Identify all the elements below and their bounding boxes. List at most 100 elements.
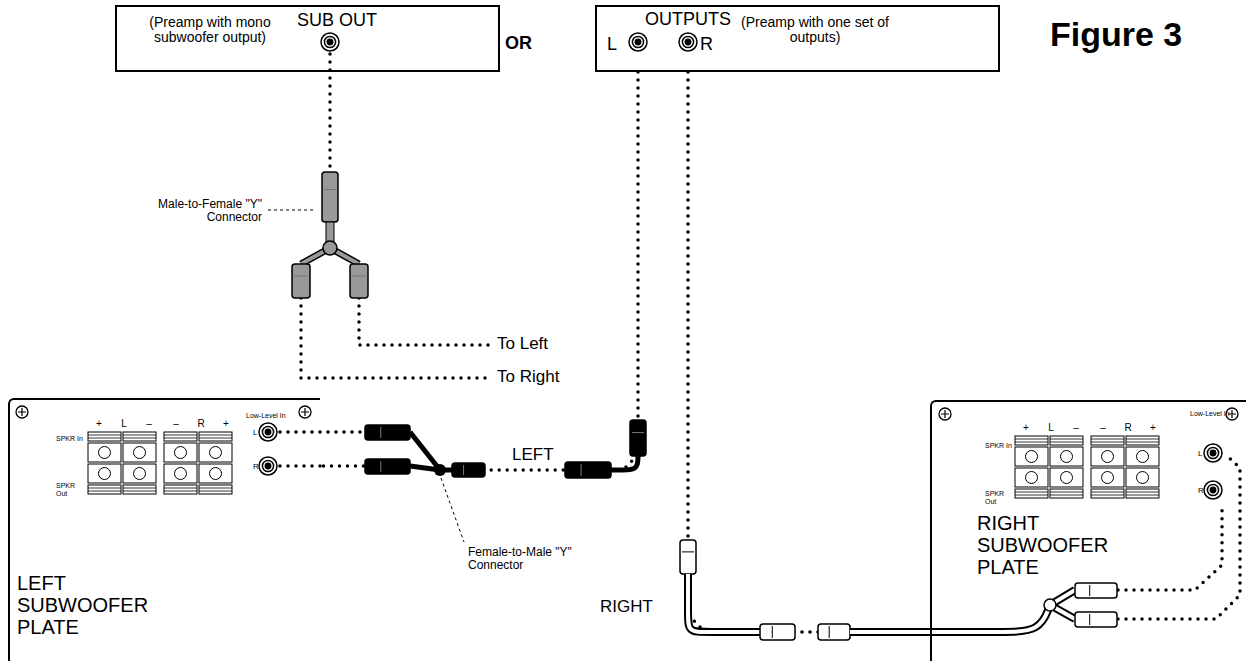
box-label: (Preamp with mono subwoofer output) xyxy=(125,15,295,46)
terminal-strip xyxy=(1015,439,1048,440)
leader-line xyxy=(441,478,464,542)
rca-jack xyxy=(259,457,277,475)
terminal-label: R xyxy=(197,418,204,429)
terminal-strip xyxy=(123,491,156,492)
terminal-strip xyxy=(164,488,197,489)
terminal-label: + xyxy=(96,418,102,429)
terminal-strip xyxy=(123,438,156,439)
binding-post xyxy=(1091,468,1124,487)
binding-post xyxy=(1061,451,1073,463)
binding-post xyxy=(99,447,111,459)
terminal-strip xyxy=(164,435,197,436)
binding-post xyxy=(1091,447,1124,466)
y-connector xyxy=(1044,599,1056,611)
terminal-label: Low-Level In xyxy=(1190,410,1240,418)
terminal-strip xyxy=(1015,495,1048,496)
binding-post xyxy=(1126,468,1159,487)
terminal-strip xyxy=(1091,492,1124,493)
terminal-strip xyxy=(88,438,121,439)
binding-post xyxy=(1137,472,1149,484)
terminal-strip xyxy=(164,485,197,494)
terminal-strip xyxy=(199,435,232,436)
cable xyxy=(688,574,760,632)
rca-jack xyxy=(1207,447,1218,458)
terminal-label: R xyxy=(1124,422,1131,433)
y-connector xyxy=(326,222,334,242)
box-label: (Preamp with one set of outputs) xyxy=(740,15,890,46)
binding-post xyxy=(164,443,197,462)
terminal-strip xyxy=(1091,442,1124,443)
terminal-strip xyxy=(199,485,232,494)
rca-plug xyxy=(1075,583,1117,598)
box-label: SUB OUT xyxy=(297,11,377,31)
y-connector xyxy=(410,432,452,470)
terminal-label: – xyxy=(146,418,152,429)
rca-jack xyxy=(265,463,270,468)
binding-post xyxy=(88,443,121,462)
terminal-strip xyxy=(1126,442,1159,443)
rca-plug xyxy=(292,264,310,298)
terminal-strip xyxy=(1050,439,1083,440)
terminal-strip xyxy=(1015,489,1048,498)
terminal-strip xyxy=(1050,436,1083,445)
terminal-label: R xyxy=(253,463,259,472)
wire-label: To Left xyxy=(497,335,548,354)
plug-ridge xyxy=(324,189,336,190)
terminal-strip xyxy=(199,488,232,489)
binding-post xyxy=(175,468,187,480)
box-label: L xyxy=(607,35,617,55)
terminal-strip xyxy=(123,488,156,489)
screw xyxy=(941,410,949,418)
rca-jack xyxy=(259,423,277,441)
terminal-strip xyxy=(1091,439,1124,440)
subwoofer-plate: +L––R+SPKR InSPKR OutLow-Level InLRLEFT … xyxy=(8,398,320,661)
terminal-strip xyxy=(1126,439,1159,440)
terminal-strip xyxy=(1126,495,1159,496)
terminal-label: Low-Level In xyxy=(246,412,296,420)
plug-ridge xyxy=(682,551,694,552)
figure-title: Figure 3 xyxy=(1050,16,1182,53)
screw xyxy=(301,408,309,416)
rca-jack xyxy=(1204,444,1222,462)
binding-post xyxy=(210,447,222,459)
binding-post xyxy=(1026,451,1038,463)
binding-post xyxy=(164,464,197,483)
plug-ridge xyxy=(294,275,308,276)
rca-jack xyxy=(629,33,647,51)
terminal-label: SPKR Out xyxy=(985,490,1013,505)
binding-post xyxy=(88,464,121,483)
terminal-strip xyxy=(88,432,121,441)
subwoofer-plate: +L––R+SPKR InSPKR OutLow-Level InLRRIGHT… xyxy=(930,400,1246,661)
terminal-strip xyxy=(1050,489,1083,498)
cable-label: RIGHT xyxy=(600,598,653,617)
terminal-label: SPKR In xyxy=(56,435,84,443)
rca-plug xyxy=(760,624,795,640)
terminal-strip xyxy=(123,435,156,436)
box-label: R xyxy=(700,35,713,55)
binding-post xyxy=(1050,447,1083,466)
cable xyxy=(610,455,638,470)
cable-dots xyxy=(301,298,490,378)
connector-callout: Male-to-Female "Y" Connector xyxy=(150,198,262,224)
rca-jack xyxy=(262,426,273,437)
preamp-box: OUTPUTSLR(Preamp with one set of outputs… xyxy=(595,5,1000,72)
terminal-strip xyxy=(88,435,121,436)
cable xyxy=(850,605,1050,632)
binding-post xyxy=(1015,468,1048,487)
rca-plug xyxy=(365,459,410,474)
rca-jack xyxy=(1204,481,1222,499)
plug-ridge xyxy=(380,461,381,472)
terminal-label: SPKR In xyxy=(985,442,1013,450)
terminal-label: + xyxy=(1023,422,1029,433)
cable xyxy=(850,605,1050,632)
rca-jack xyxy=(682,36,693,47)
terminal-strip xyxy=(1126,436,1159,445)
terminal-strip xyxy=(88,491,121,492)
binding-post xyxy=(1102,451,1114,463)
binding-post xyxy=(175,447,187,459)
terminal-strip xyxy=(199,438,232,439)
preamp-box: (Preamp with mono subwoofer output)SUB O… xyxy=(115,5,500,72)
rca-jack xyxy=(327,39,332,44)
